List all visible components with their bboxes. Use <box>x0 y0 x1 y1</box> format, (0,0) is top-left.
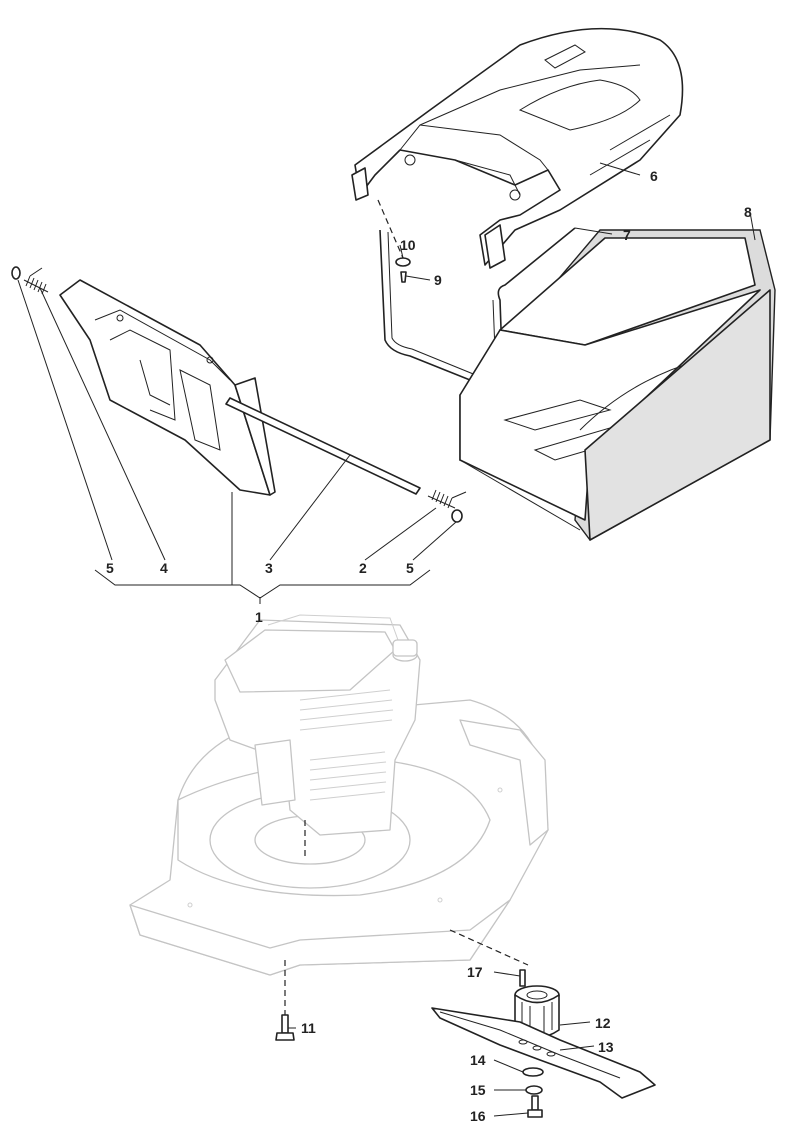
deck-bolt <box>275 960 295 1041</box>
callout-4: 4 <box>160 560 168 576</box>
assembly-bracket <box>94 569 431 599</box>
callout-3: 3 <box>265 560 273 576</box>
blade-axis <box>449 929 529 966</box>
grass-bag-top <box>351 27 684 269</box>
callout-11: 11 <box>301 1020 316 1036</box>
blade-washer-14 <box>522 1067 544 1077</box>
screw-9 <box>400 271 407 283</box>
callout-16: 16 <box>470 1108 486 1124</box>
washer-right <box>451 509 463 523</box>
callout-6: 6 <box>650 168 658 184</box>
callout-1: 1 <box>255 609 263 625</box>
callout-17: 17 <box>467 964 483 980</box>
leader-lines <box>17 162 756 1117</box>
cutting-blade <box>431 1007 656 1099</box>
washer-left <box>11 266 21 280</box>
callout-13: 13 <box>598 1039 614 1055</box>
rear-flap <box>59 279 276 496</box>
callout-7: 7 <box>623 227 631 243</box>
blade-bolt-16 <box>527 1095 543 1118</box>
callout-5-right: 5 <box>406 560 414 576</box>
callout-2: 2 <box>359 560 367 576</box>
callout-8: 8 <box>744 204 752 220</box>
grass-bag-frame-inner <box>387 231 497 382</box>
engine-ghost <box>214 614 421 836</box>
spring-right <box>427 489 467 509</box>
callout-5-left: 5 <box>106 560 114 576</box>
blade-washer-15 <box>525 1085 543 1095</box>
callout-10: 10 <box>400 237 416 253</box>
callout-15: 15 <box>470 1082 486 1098</box>
callout-9: 9 <box>434 272 442 288</box>
spring-left <box>23 267 49 295</box>
callout-12: 12 <box>595 1015 611 1031</box>
hinge-rod <box>225 397 421 495</box>
washer-10 <box>395 257 411 267</box>
callout-14: 14 <box>470 1052 486 1068</box>
grass-bag <box>459 229 776 541</box>
